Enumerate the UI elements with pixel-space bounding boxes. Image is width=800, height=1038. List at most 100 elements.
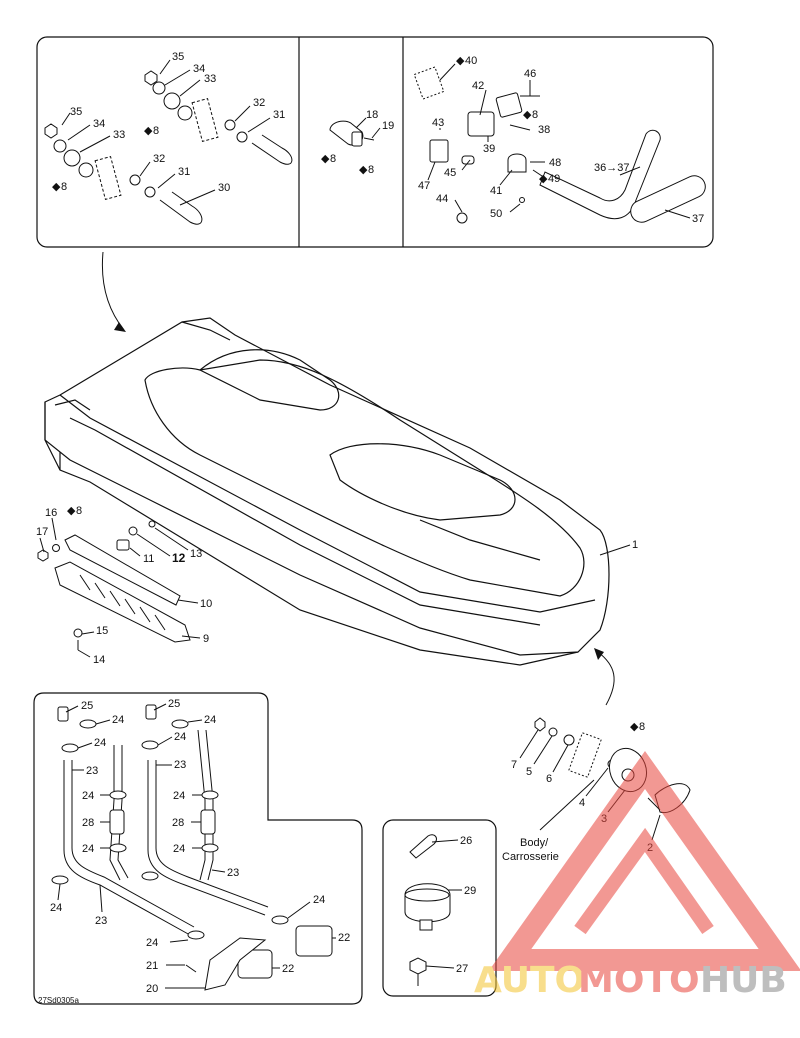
callout-8-vent: 8 [76, 505, 82, 517]
seat [329, 443, 516, 521]
arrow-head [594, 648, 604, 660]
gasket-40 [413, 66, 445, 100]
callout-16: 16 [45, 507, 57, 519]
washer-34-lower [53, 139, 67, 153]
washer-33-lower [63, 149, 81, 167]
callout-14: 14 [93, 654, 105, 666]
callout-17: 17 [36, 526, 48, 538]
callout-22-right: 22 [338, 932, 350, 944]
drop-icon: ◆ [523, 109, 532, 121]
callout-18: 18 [366, 109, 378, 121]
callout-11: 11 [143, 553, 154, 565]
nut-31-upper [236, 131, 248, 143]
footwell-outline [144, 359, 585, 597]
callout-29: 29 [464, 885, 476, 897]
seat-base-line [419, 519, 541, 561]
callout-4: 4 [579, 797, 585, 809]
leader-19 [371, 127, 381, 139]
leaders-loops [61, 59, 271, 206]
hardware-stack-upper [144, 70, 293, 165]
nut-7 [534, 717, 546, 732]
leaders-eyelet [519, 729, 661, 841]
callout-42: 42 [472, 80, 484, 92]
callout-23-d: 23 [95, 915, 107, 927]
leaders-drain [57, 703, 336, 989]
callout-1: 1 [632, 539, 638, 551]
callout-40: 40 [465, 55, 477, 67]
callout-47: 47 [418, 180, 430, 192]
leaders-vent [39, 517, 201, 658]
callout-39: 39 [483, 143, 495, 155]
deck-rail-line-2 [69, 417, 541, 626]
callout-22-left: 22 [282, 963, 294, 975]
drain-panel-frame [33, 692, 363, 1005]
washer-33b-lower [78, 162, 94, 178]
washer-16 [52, 544, 60, 552]
plate-lower [94, 155, 122, 201]
nut-13 [148, 520, 156, 528]
callout-10: 10 [200, 598, 212, 610]
watermark-text-moto: MOTO [578, 960, 700, 1001]
watermark-triangle-icon [488, 751, 800, 971]
screw-19 [363, 137, 375, 141]
callout-24-d: 24 [174, 731, 186, 743]
hull-body: 1 [44, 317, 638, 666]
callout-20: 20 [146, 983, 158, 995]
hose-23-left-a [63, 760, 191, 936]
callout-25-right: 25 [168, 698, 180, 710]
bushing-45 [461, 155, 475, 165]
hose-23-right-c [197, 729, 206, 881]
plate-upper [191, 97, 219, 143]
drop-icon: ◆ [52, 181, 61, 193]
callout-7: 7 [511, 759, 517, 771]
callout-28-left: 28 [82, 817, 94, 829]
drop-icon: ◆ [321, 153, 330, 165]
top-panel-pointer-arrow [101, 251, 125, 331]
leaders-clamp [425, 839, 462, 969]
washer-33-upper [163, 92, 181, 110]
handle-bar-36 [539, 129, 661, 220]
drop-icon: ◆ [456, 55, 465, 67]
callout-24-i: 24 [50, 902, 62, 914]
callout-24-c: 24 [94, 737, 106, 749]
eyelet-screw [647, 797, 661, 811]
nut-17 [37, 549, 49, 562]
callout-32-lower: 32 [153, 153, 165, 165]
clamp-29-foot [419, 919, 433, 931]
callout-24-b: 24 [204, 714, 216, 726]
callout-15: 15 [96, 625, 108, 637]
callout-35-lower: 35 [70, 106, 82, 118]
washer-5 [548, 727, 558, 737]
callout-8-fitting-left: 8 [330, 153, 336, 165]
hull-side-lower [44, 439, 579, 666]
clamps-24 [51, 719, 289, 940]
filter-28-right [200, 809, 216, 835]
callout-38: 38 [538, 124, 550, 136]
callout-6: 6 [546, 773, 552, 785]
panel-fitting: 18 19 ◆ 8 ◆ 8 [321, 109, 394, 176]
top-panel-frame [36, 36, 714, 248]
bracket-39 [467, 111, 495, 137]
callout-30: 30 [218, 182, 230, 194]
callout-34-lower: 34 [93, 118, 105, 130]
drop-icon: ◆ [67, 505, 76, 517]
clamp-41 [507, 153, 527, 173]
washer-32-upper [224, 119, 236, 131]
grill-slots [79, 574, 166, 631]
callout-24-k: 24 [146, 937, 158, 949]
callout-46: 46 [524, 68, 536, 80]
nut-31-lower [144, 186, 156, 198]
callout-27: 27 [456, 963, 468, 975]
hardware-stack-lower [44, 123, 203, 225]
drop-icon: ◆ [630, 721, 639, 733]
callout-44: 44 [436, 193, 448, 205]
callout-37-grip: 37 [692, 213, 704, 225]
hose-23-right-d [205, 729, 214, 881]
nut-35-lower [44, 123, 58, 139]
u-bolt-upper [251, 134, 293, 165]
vent-grill-assembly: 11 12 13 10 9 15 14 16 17 ◆ 8 [36, 505, 212, 666]
washer-33b-upper [177, 105, 193, 121]
hose-end-22-right [295, 925, 333, 957]
callout-33-lower: 33 [113, 129, 125, 141]
